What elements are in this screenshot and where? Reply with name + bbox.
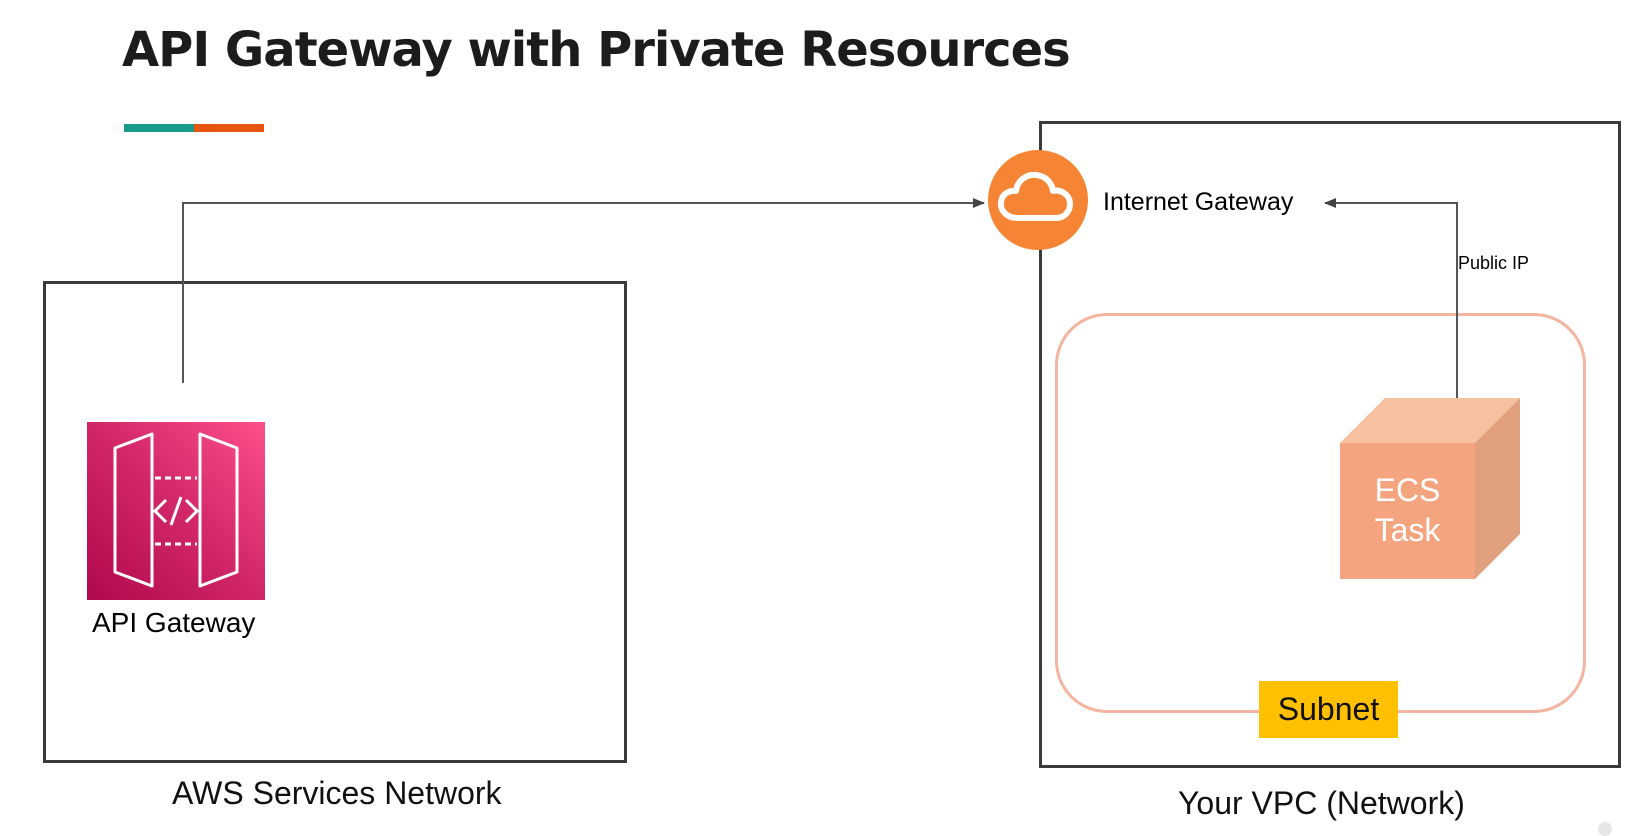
internet-gateway-label: Internet Gateway — [1103, 188, 1294, 216]
vpc-box — [1039, 121, 1621, 768]
accent-bar-orange — [194, 124, 264, 132]
ecs-task-label: ECS Task — [1341, 470, 1474, 550]
api-gateway-node — [87, 422, 265, 600]
ecs-task-cube — [1340, 398, 1520, 579]
accent-bar-teal — [124, 124, 194, 132]
aws-services-network-label: AWS Services Network — [172, 775, 502, 811]
cloud-icon — [997, 171, 1073, 221]
ecs-to-igw-arrow — [1324, 198, 1458, 408]
internet-gateway-node — [988, 150, 1088, 250]
slide-title: API Gateway with Private Resources — [122, 22, 1071, 78]
apigw-to-igw-arrow — [182, 198, 985, 383]
public-ip-label: Public IP — [1458, 253, 1530, 273]
api-gateway-icon — [113, 432, 239, 588]
subnet-badge: Subnet — [1259, 681, 1398, 738]
vpc-label: Your VPC (Network) — [1178, 785, 1465, 821]
aws-services-network-box — [43, 281, 627, 763]
corner-dot — [1598, 822, 1612, 836]
api-gateway-label: API Gateway — [92, 607, 256, 638]
ecs-task-label-line2: Task — [1374, 512, 1441, 548]
ecs-task-label-line1: ECS — [1374, 472, 1441, 508]
